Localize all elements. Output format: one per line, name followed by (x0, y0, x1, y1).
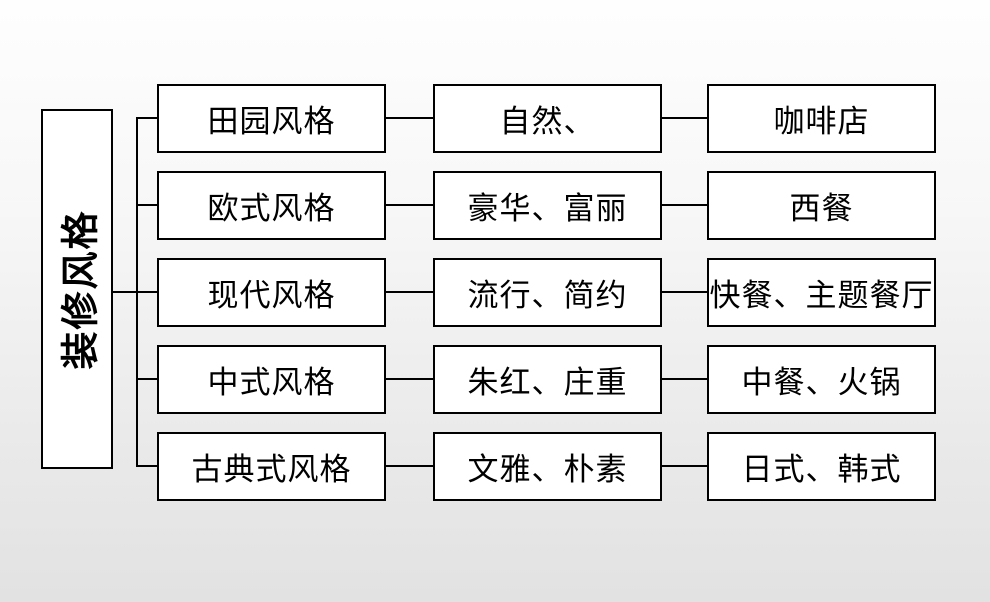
connector-trait-venue-5 (662, 465, 707, 467)
restaurant-node-1: 咖啡店 (707, 84, 936, 153)
characteristic-node-3-label: 流行、简约 (467, 278, 628, 313)
style-node-5-label: 古典式风格 (191, 452, 352, 487)
root-node: 装修风格 (41, 109, 113, 469)
connector-trunk-row-1 (136, 117, 157, 119)
connector-style-trait-1 (386, 117, 433, 119)
connector-trait-venue-1 (662, 117, 707, 119)
restaurant-node-5-label: 日式、韩式 (741, 452, 902, 487)
style-node-4-label: 中式风格 (207, 365, 336, 400)
root-node-label: 装修风格 (60, 208, 103, 370)
style-node-4: 中式风格 (157, 345, 386, 414)
characteristic-node-2-label: 豪华、富丽 (467, 191, 628, 226)
style-node-5: 古典式风格 (157, 432, 386, 501)
restaurant-node-2: 西餐 (707, 171, 936, 240)
characteristic-node-1: 自然、 (433, 84, 662, 153)
connector-trunk-row-4 (136, 378, 157, 380)
restaurant-node-4-label: 中餐、火锅 (741, 365, 902, 400)
connector-trait-venue-2 (662, 204, 707, 206)
characteristic-node-3: 流行、简约 (433, 258, 662, 327)
connector-style-trait-4 (386, 378, 433, 380)
characteristic-node-5-label: 文雅、朴素 (467, 452, 628, 487)
style-node-2-label: 欧式风格 (207, 191, 336, 226)
connector-root-to-trunk (111, 291, 138, 293)
style-node-2: 欧式风格 (157, 171, 386, 240)
style-node-3: 现代风格 (157, 258, 386, 327)
style-node-1: 田园风格 (157, 84, 386, 153)
style-node-3-label: 现代风格 (207, 278, 336, 313)
connector-trait-venue-4 (662, 378, 707, 380)
characteristic-node-4-label: 朱红、庄重 (467, 365, 628, 400)
connector-style-trait-2 (386, 204, 433, 206)
restaurant-node-1-label: 咖啡店 (773, 104, 870, 139)
restaurant-node-4: 中餐、火锅 (707, 345, 936, 414)
restaurant-node-2-label: 西餐 (789, 191, 854, 226)
connector-style-trait-5 (386, 465, 433, 467)
connector-trunk-row-5 (136, 465, 157, 467)
characteristic-node-2: 豪华、富丽 (433, 171, 662, 240)
connector-trait-venue-3 (662, 291, 707, 293)
characteristic-node-5: 文雅、朴素 (433, 432, 662, 501)
connector-trunk-row-3 (136, 291, 157, 293)
characteristic-node-1-label: 自然、 (499, 104, 596, 139)
restaurant-node-3: 快餐、主题餐厅 (707, 258, 936, 327)
restaurant-node-5: 日式、韩式 (707, 432, 936, 501)
characteristic-node-4: 朱红、庄重 (433, 345, 662, 414)
connector-trunk-row-2 (136, 204, 157, 206)
restaurant-node-3-label: 快餐、主题餐厅 (709, 278, 934, 313)
style-node-1-label: 田园风格 (207, 104, 336, 139)
connector-style-trait-3 (386, 291, 433, 293)
